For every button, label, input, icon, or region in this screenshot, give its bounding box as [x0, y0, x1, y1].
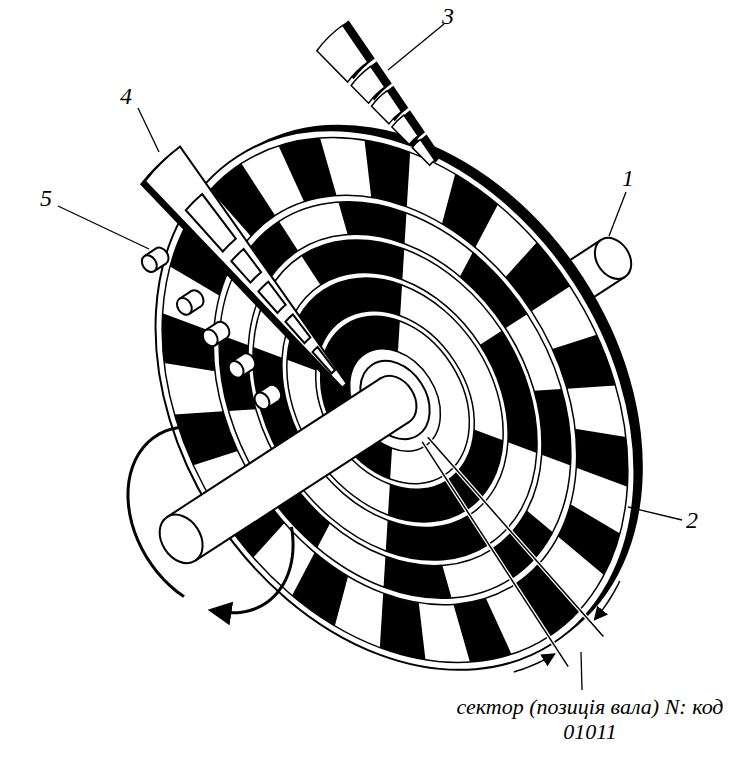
- code-segment: [499, 240, 570, 313]
- code-disk: [57, 40, 733, 757]
- cylinder-cap: [139, 252, 160, 274]
- track-outline: [139, 127, 652, 673]
- callout-number: 4: [120, 84, 132, 108]
- callout-number: 1: [622, 166, 634, 190]
- mask-window: [257, 281, 287, 316]
- code-segment: [191, 324, 280, 422]
- leader-line: [388, 24, 444, 70]
- dimension-arrow: [595, 581, 620, 620]
- leader-line: [581, 652, 582, 690]
- mask-window: [183, 192, 237, 256]
- rotation-arrow: [220, 527, 294, 613]
- sector-caption: сектор (позиція вала) N: код 01011: [455, 694, 725, 745]
- mask-window: [312, 346, 336, 376]
- shaft-front: [151, 368, 425, 571]
- sector-line: [422, 442, 568, 667]
- light-source-block: [390, 115, 419, 148]
- disk-face: [57, 40, 733, 757]
- code-segment: [141, 295, 232, 392]
- cylinder-cap: [587, 231, 638, 286]
- cylinder-end: [174, 295, 195, 317]
- callout-number: 3: [442, 4, 454, 28]
- code-segment: [558, 408, 649, 505]
- photodiode: [200, 319, 233, 349]
- track-outline: [66, 50, 723, 750]
- photodiode: [174, 287, 207, 317]
- code-segment: [165, 391, 246, 475]
- photodiode: [226, 351, 259, 381]
- mask-window: [284, 313, 311, 345]
- leader-line: [138, 108, 159, 152]
- cylinder-body: [167, 378, 409, 560]
- leader-line: [609, 192, 626, 236]
- cylinder-end: [200, 327, 221, 349]
- leader-line: [58, 206, 149, 249]
- sector-line-halo: [428, 437, 604, 636]
- cylinder-end: [226, 358, 247, 380]
- cylinder-end: [151, 507, 212, 572]
- mask-plate: [140, 141, 348, 417]
- mask-window: [229, 248, 262, 285]
- cylinder-cap: [226, 358, 247, 380]
- light-source-block: [313, 25, 371, 87]
- cylinder-end: [587, 231, 638, 286]
- cylinder-side: [195, 422, 409, 561]
- cylinder-cap: [252, 390, 273, 412]
- cylinder-end: [252, 390, 273, 412]
- callout-number: 2: [686, 508, 698, 532]
- cylinder-side: [167, 378, 381, 517]
- sector-line: [428, 437, 604, 636]
- sector-line-halo: [422, 442, 568, 667]
- light-source-block: [411, 139, 435, 168]
- mask-face: [140, 141, 348, 417]
- cylinder-end: [139, 252, 160, 274]
- rotation-arrow: [128, 427, 209, 597]
- leader-line: [628, 507, 682, 520]
- cylinder-cap: [151, 507, 212, 572]
- dimension-arrow: [514, 654, 555, 672]
- code-segment: [423, 164, 511, 256]
- photodiode: [252, 382, 285, 412]
- code-segment: [545, 325, 626, 409]
- cylinder-cap: [200, 327, 221, 349]
- callout-number: 5: [40, 186, 52, 210]
- code-segment: [356, 580, 447, 677]
- cylinder-cap: [174, 295, 195, 317]
- code-segment: [343, 123, 434, 220]
- code-segment: [547, 490, 634, 584]
- light-source: [313, 23, 436, 183]
- photodiode: [139, 245, 172, 275]
